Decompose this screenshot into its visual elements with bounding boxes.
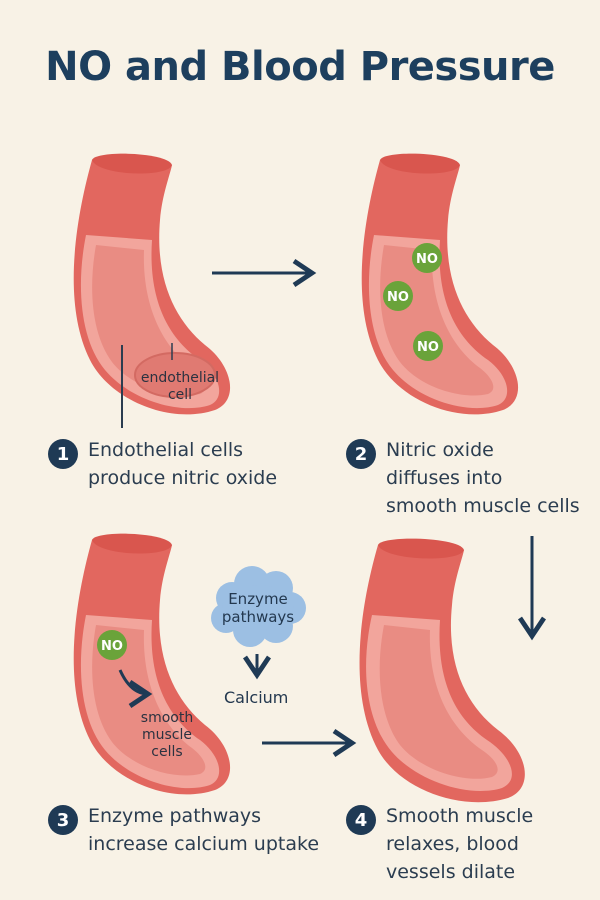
- no-label: NO: [101, 639, 123, 654]
- step-2-line3: smooth muscle cells: [386, 495, 580, 517]
- no-molecule: [413, 331, 443, 361]
- vessel-2: NO NO NO: [361, 153, 519, 415]
- step-description: Endothelial cells produce nitric oxide: [88, 436, 277, 492]
- step-number-badge: 2: [346, 439, 376, 469]
- endothelial-cell-label: endothelial cell: [135, 370, 225, 404]
- step-number-badge: 4: [346, 805, 376, 835]
- smooth-label-line3: cells: [151, 744, 183, 760]
- step-description: Nitric oxide diffuses into smooth muscle…: [386, 436, 580, 520]
- step-4-line3: vessels dilate: [386, 861, 516, 883]
- enzyme-cloud-label: Enzyme pathways: [214, 590, 302, 626]
- step-description: Smooth muscle relaxes, blood vessels dil…: [386, 802, 533, 886]
- step-1-line1: Endothelial cells: [88, 439, 244, 461]
- step-4: 4 Smooth muscle relaxes, blood vessels d…: [346, 802, 533, 886]
- enzyme-label-line1: Enzyme: [228, 590, 288, 608]
- step-4-line2: relaxes, blood: [386, 833, 519, 855]
- endothelial-label-line2: cell: [167, 387, 193, 403]
- step-2: 2 Nitric oxide diffuses into smooth musc…: [346, 436, 580, 520]
- no-label: NO: [417, 340, 439, 355]
- step-1: 1 Endothelial cells produce nitric oxide: [48, 436, 277, 492]
- page-title: NO and Blood Pressure: [45, 44, 555, 90]
- step-2-line1: Nitric oxide: [386, 439, 494, 461]
- step-3-line2: increase calcium uptake: [88, 833, 320, 855]
- smooth-label-line1: smooth: [140, 710, 194, 726]
- smooth-muscle-label: smooth muscle cells: [122, 710, 212, 761]
- step-number-badge: 1: [48, 439, 78, 469]
- step-3: 3 Enzyme pathways increase calcium uptak…: [48, 802, 319, 858]
- curved-arrow: [118, 669, 153, 708]
- step-4-line1: Smooth muscle: [386, 805, 534, 827]
- enzyme-cloud: [211, 566, 306, 647]
- enzyme-label-line2: pathways: [221, 608, 295, 626]
- no-molecule: [412, 243, 442, 273]
- step-1-line2: produce nitric oxide: [88, 467, 278, 489]
- no-label: NO: [416, 252, 438, 267]
- step-description: Enzyme pathways increase calcium uptake: [88, 802, 319, 858]
- step-3-line1: Enzyme pathways: [88, 805, 262, 827]
- vessel-4: [359, 538, 525, 803]
- vessel-1: [73, 153, 231, 428]
- endothelial-label-line1: endothelial: [140, 370, 220, 386]
- vessel-3: NO: [73, 533, 231, 795]
- smooth-label-line2: muscle: [141, 727, 192, 743]
- step-2-line2: diffuses into: [386, 467, 503, 489]
- calcium-label: Calcium: [224, 688, 289, 707]
- no-molecule: [383, 281, 413, 311]
- no-label: NO: [387, 290, 409, 305]
- no-molecule: [97, 630, 127, 660]
- step-number-badge: 3: [48, 805, 78, 835]
